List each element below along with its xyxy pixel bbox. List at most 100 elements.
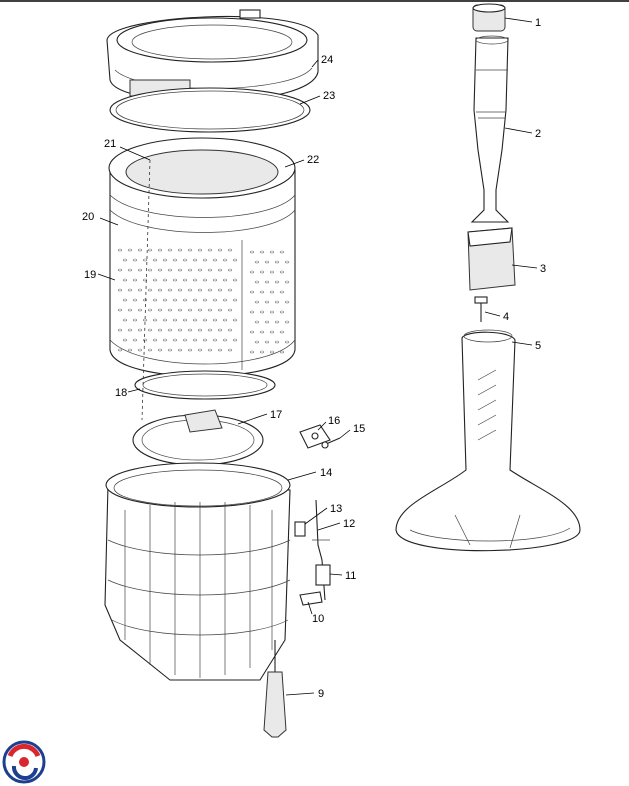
basket-perforation (147, 348, 153, 352)
basket-perforation (167, 288, 173, 292)
basket-perforation (167, 328, 173, 332)
part-13-cap (294, 521, 306, 537)
callout-18: 18 (115, 387, 127, 399)
callout-14: 14 (320, 467, 332, 479)
basket-perforation (142, 318, 148, 322)
callout-15: 15 (353, 423, 365, 435)
basket-perforation (147, 328, 153, 332)
basket-perforation (137, 328, 143, 332)
basket-perforation (202, 278, 208, 282)
basket-perforation (197, 308, 203, 312)
basket-perforation (254, 340, 260, 344)
leader-line-18 (127, 388, 141, 393)
basket-perforation (259, 310, 265, 314)
basket-perforation (152, 318, 158, 322)
basket-perforation (227, 348, 233, 352)
basket-perforation (207, 328, 213, 332)
basket-perforation (137, 248, 143, 252)
basket-perforation (122, 298, 128, 302)
basket-perforation (177, 268, 183, 272)
callout-24: 24 (321, 54, 333, 66)
basket-perforation (187, 248, 193, 252)
basket-perforation (142, 298, 148, 302)
basket-perforation (167, 348, 173, 352)
basket-perforation (147, 248, 153, 252)
part-15-screw (321, 437, 341, 449)
callout-23: 23 (323, 90, 335, 102)
basket-perforation (137, 348, 143, 352)
part-10-clip (299, 591, 323, 606)
basket-perforation (254, 260, 260, 264)
basket-perforation (197, 348, 203, 352)
basket-perforation (279, 290, 285, 294)
basket-perforation (264, 300, 270, 304)
basket-perforation (232, 318, 238, 322)
basket-perforation (182, 278, 188, 282)
basket-perforation (182, 298, 188, 302)
basket-perforation (197, 328, 203, 332)
leader-line-15 (339, 429, 351, 439)
basket-perforation (177, 328, 183, 332)
leader-line-10 (307, 601, 313, 615)
callout-11: 11 (345, 570, 356, 582)
basket-perforation (222, 338, 228, 342)
basket-perforation (259, 330, 265, 334)
callout-19: 19 (84, 269, 96, 281)
basket-perforation (117, 328, 123, 332)
basket-perforation (127, 248, 133, 252)
basket-perforation (284, 260, 290, 264)
basket-perforation (197, 288, 203, 292)
basket-perforation (177, 308, 183, 312)
basket-perforation (207, 268, 213, 272)
basket-perforation (212, 258, 218, 262)
leader-line-3 (511, 264, 538, 269)
basket-perforation (127, 268, 133, 272)
basket-perforation (222, 278, 228, 282)
basket-perforation (269, 270, 275, 274)
basket-perforation (117, 348, 123, 352)
part-17-hub-plate (132, 409, 264, 466)
basket-perforation (274, 320, 280, 324)
basket-perforation (142, 338, 148, 342)
basket-perforation (152, 278, 158, 282)
basket-perforation (217, 348, 223, 352)
basket-perforation (192, 338, 198, 342)
basket-perforation (192, 278, 198, 282)
basket-perforation (172, 318, 178, 322)
basket-perforation (202, 298, 208, 302)
basket-perforation (192, 318, 198, 322)
callout-13: 13 (330, 503, 342, 515)
leader-line-16 (317, 421, 327, 431)
basket-perforation (232, 298, 238, 302)
callout-5: 5 (535, 340, 541, 352)
callout-20: 20 (82, 211, 94, 223)
part-16-bracket (299, 424, 331, 449)
basket-perforation (274, 280, 280, 284)
basket-perforation (197, 268, 203, 272)
basket-perforation (162, 318, 168, 322)
basket-perforation (122, 278, 128, 282)
basket-perforation (232, 338, 238, 342)
basket-perforation (152, 338, 158, 342)
basket-perforation (167, 308, 173, 312)
basket-perforation (254, 300, 260, 304)
basket-perforation (284, 320, 290, 324)
basket-perforation (187, 348, 193, 352)
basket-perforation (264, 320, 270, 324)
basket-perforation (132, 298, 138, 302)
basket-perforation (217, 328, 223, 332)
part-5-agitator-base (395, 329, 581, 552)
basket-perforation (284, 300, 290, 304)
basket-perforation (157, 248, 163, 252)
basket-perforation (249, 310, 255, 314)
basket-perforation (152, 298, 158, 302)
basket-perforation (207, 348, 213, 352)
callout-1: 1 (535, 17, 541, 29)
basket-perforation (117, 248, 123, 252)
callout-17: 17 (270, 409, 282, 421)
part-4-bolt (474, 296, 488, 322)
basket-perforation (274, 300, 280, 304)
leader-line-12 (317, 522, 341, 531)
part-2-agitator-shaft (470, 35, 510, 223)
